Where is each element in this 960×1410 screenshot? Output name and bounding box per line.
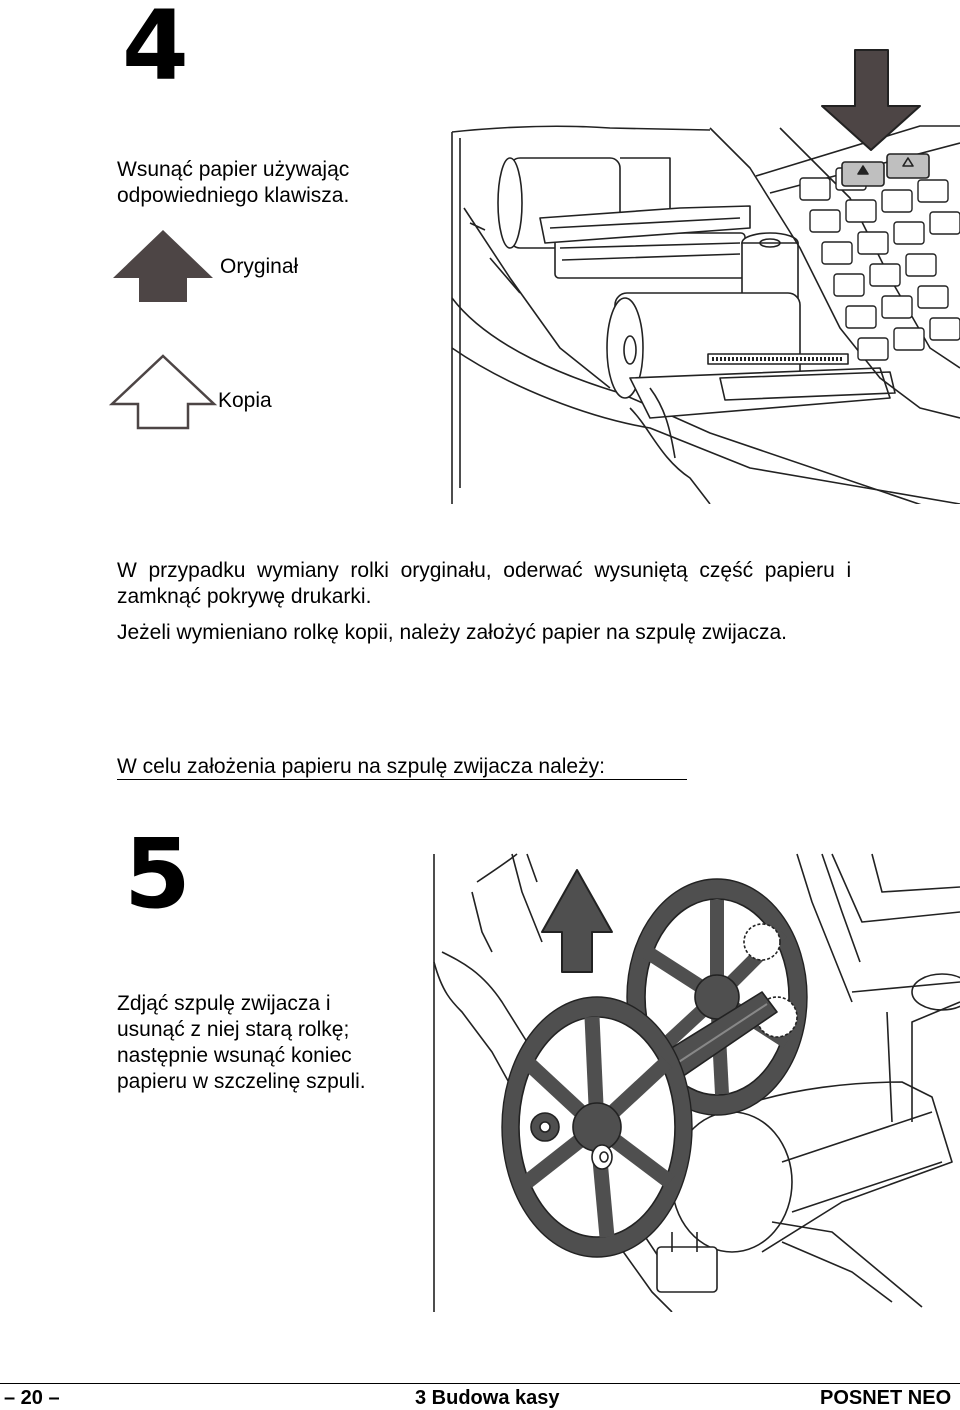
- step5-instruction: Zdjąć szpulę zwijacza i usunąć z niej st…: [117, 991, 366, 1095]
- footer-rule: [0, 1383, 960, 1384]
- paragraph-replace-original: W przypadku wymiany rolki oryginału, ode…: [117, 558, 960, 610]
- step5-instruction-line-4: papieru w szczelinę szpuli.: [117, 1070, 366, 1093]
- step5-instruction-line-2: usunąć z niej starą rolkę;: [117, 1018, 350, 1041]
- step4-instruction: Wsunąć papier używając odpowiedniego kla…: [117, 157, 349, 209]
- printer-paper-feed-illustration: [451, 49, 960, 504]
- step-number-4: 4: [122, 0, 189, 102]
- section-heading: W celu założenia papieru na szpulę zwija…: [117, 755, 687, 780]
- paragraph1-line-2: zamknąć pokrywę drukarki.: [117, 585, 372, 608]
- step-number-5: 5: [124, 818, 191, 930]
- footer-product: POSNET NEO: [820, 1387, 952, 1409]
- section-heading-text: W celu założenia papieru na szpulę zwija…: [117, 755, 605, 778]
- paragraph1-line-1: W przypadku wymiany rolki oryginału, ode…: [117, 559, 852, 582]
- take-up-spool-illustration: [433, 853, 960, 1312]
- step5-instruction-line-1: Zdjąć szpulę zwijacza i: [117, 992, 331, 1015]
- legend-label-original: Oryginał: [220, 255, 299, 278]
- outline-up-arrow-icon: [108, 354, 218, 430]
- footer-page-number: – 20 –: [4, 1387, 60, 1409]
- legend-label-copy: Kopia: [218, 389, 272, 412]
- filled-up-arrow-icon: [113, 230, 213, 302]
- footer-chapter: 3 Budowa kasy: [415, 1387, 560, 1409]
- step5-instruction-line-3: następnie wsunąć koniec: [117, 1044, 352, 1067]
- step4-instruction-line-1: Wsunąć papier używając: [117, 158, 350, 181]
- step4-instruction-line-2: odpowiedniego klawisza.: [117, 184, 350, 207]
- paragraph-replace-copy: Jeżeli wymieniano rolkę kopii, należy za…: [117, 621, 787, 644]
